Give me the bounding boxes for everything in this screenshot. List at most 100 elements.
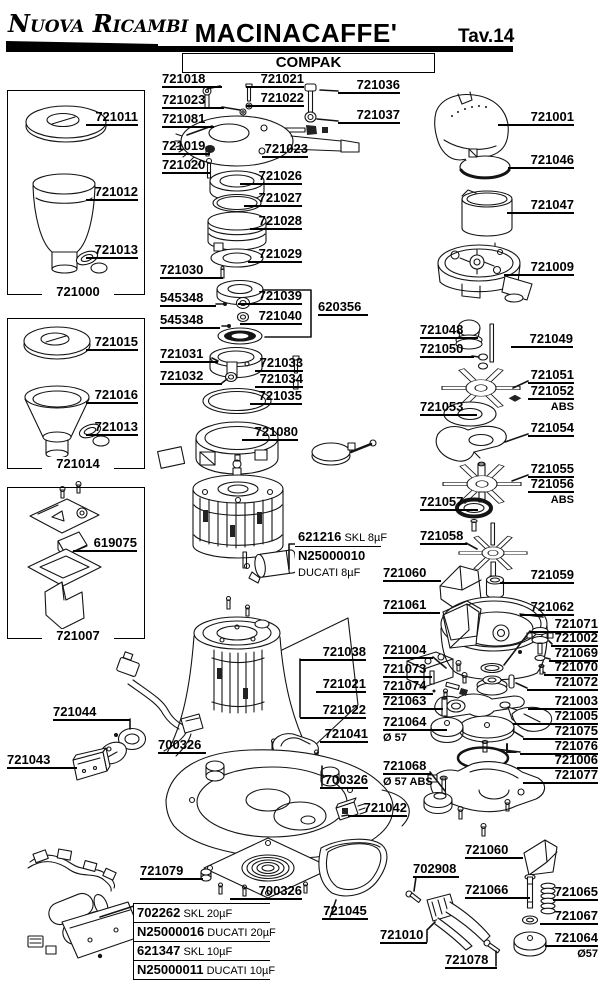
- part-label-721014: 721014: [42, 457, 114, 471]
- part-label-721054: 721054: [528, 421, 574, 437]
- part-label-721071: 721071: [530, 617, 598, 633]
- cap-table-row: 621216 SKL 8µF: [295, 528, 387, 547]
- grinder-stack-drawing: [174, 83, 360, 415]
- part-label-721078: 721078: [445, 953, 497, 969]
- page-title: MACINACAFFE': [194, 18, 398, 48]
- part-label-721015: 721015: [86, 335, 138, 351]
- part-label-721070: 721070: [544, 660, 598, 676]
- part-label-721072: 721072: [527, 675, 598, 691]
- part-label-721042: 721042: [348, 801, 407, 817]
- part-label-721011: 721011: [86, 110, 138, 126]
- part-label-721050: 721050: [420, 342, 474, 358]
- part-label-700326: 700326: [320, 773, 368, 789]
- part-label-721076: 721076: [520, 739, 598, 755]
- part-label-721023: 721023: [262, 142, 308, 158]
- header-rule: [6, 41, 513, 52]
- switch-assembly-box: [7, 487, 145, 639]
- part-label-721019: 721019: [162, 139, 210, 155]
- part-label-721002: 721002: [551, 631, 598, 647]
- part-label-721023: 721023: [162, 93, 224, 109]
- part-label-721062: 721062: [520, 600, 574, 616]
- part-label-721007: 721007: [42, 629, 114, 643]
- part-label-721013: 721013: [86, 243, 138, 259]
- part-label-721041: 721041: [320, 727, 368, 743]
- part-label-721000: 721000: [42, 285, 114, 299]
- part-label-721001: 721001: [498, 110, 574, 126]
- part-label-721060: 721060: [465, 843, 523, 859]
- part-label-721012: 721012: [86, 185, 138, 201]
- motor-drawing: [157, 421, 377, 584]
- part-label-721037: 721037: [338, 108, 400, 124]
- part-label-721036: 721036: [338, 78, 400, 94]
- part-label-721066: 721066: [465, 883, 530, 899]
- cap-table-row: N25000016 DUCATI 20µF: [134, 923, 276, 942]
- cap-table-row: N25000011 DUCATI 10µF: [134, 961, 275, 980]
- capacitor-assembly-drawing: [27, 848, 143, 959]
- part-label-721005: 721005: [513, 709, 598, 725]
- part-label-721074: 721074: [383, 679, 433, 695]
- part-label-721051: 721051: [528, 368, 574, 384]
- part-label-721079: 721079: [140, 864, 203, 880]
- plate-number: Tav.14: [458, 26, 515, 47]
- part-label-620356: 620356: [318, 300, 368, 316]
- part-label-721003: 721003: [528, 694, 598, 710]
- part-label-721053: 721053: [420, 400, 477, 416]
- cap-table-row: 621347 SKL 10µF: [134, 942, 270, 961]
- part-label-721026: 721026: [240, 169, 302, 185]
- part-label-721043: 721043: [7, 753, 77, 769]
- part-label-721047: 721047: [507, 198, 574, 214]
- part-label-721021: 721021: [246, 72, 304, 88]
- part-label-721028: 721028: [250, 214, 302, 230]
- part-label-700326: 700326: [158, 738, 206, 754]
- part-label-721059: 721059: [500, 568, 574, 584]
- part-label-721044: 721044: [53, 705, 130, 721]
- part-label-721035: 721035: [250, 389, 302, 405]
- part-label-721010: 721010: [380, 928, 427, 944]
- part-label-721032: 721032: [160, 369, 222, 385]
- part-label-721077: 721077: [523, 768, 598, 784]
- brand-logo: Nuova Ricambi: [8, 9, 189, 38]
- hopper-drawing: [25, 105, 108, 274]
- part-label-721004: 721004: [383, 643, 433, 659]
- cap-table-row: DUCATI 8µF: [298, 567, 361, 579]
- part-label-721016: 721016: [86, 388, 138, 404]
- part-label-721048: 721048: [420, 323, 478, 339]
- part-label-721073: 721073: [383, 662, 432, 678]
- base-body-drawing: [165, 749, 410, 907]
- part-label-721020: 721020: [162, 158, 210, 174]
- part-label-721006: 721006: [517, 753, 598, 769]
- part-label-721013: 721013: [86, 420, 138, 436]
- part-label-545348: 545348: [160, 291, 216, 307]
- part-label-721031: 721031: [160, 347, 218, 363]
- part-label-721057: 721057: [420, 495, 478, 511]
- part-label-721039: 721039: [238, 289, 302, 305]
- part-label-721061: 721061: [383, 598, 440, 614]
- leader-lines: [99, 85, 553, 967]
- part-label-721067: 721067: [540, 909, 598, 925]
- part-label-721060: 721060: [383, 566, 441, 582]
- part-label-721021: 721021: [316, 677, 366, 693]
- part-label-721065: 721065: [553, 884, 598, 901]
- part-label-700326: 700326: [230, 884, 302, 900]
- part-label-721055: 721055: [528, 462, 574, 478]
- part-label-721046: 721046: [508, 153, 574, 169]
- part-label-721033: 721033: [255, 356, 303, 372]
- part-label-721063: 721063: [383, 694, 443, 710]
- part-label-721022: 721022: [246, 91, 304, 107]
- part-label-721029: 721029: [248, 247, 302, 263]
- part-label-721075: 721075: [523, 724, 598, 740]
- part-label-721030: 721030: [160, 263, 223, 279]
- part-label-721049: 721049: [511, 332, 573, 348]
- part-label-721027: 721027: [244, 191, 302, 207]
- cap-table-row: 702262 SKL 20µF: [134, 904, 270, 923]
- part-label-702908: 702908: [413, 862, 459, 878]
- part-label-721081: 721081: [162, 112, 214, 128]
- part-label-721069: 721069: [549, 646, 598, 662]
